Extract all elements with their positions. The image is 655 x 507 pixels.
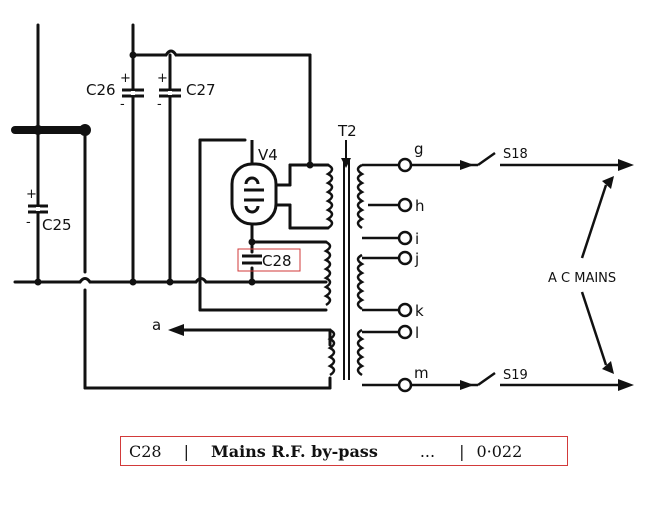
- label-s19: S19: [503, 368, 528, 383]
- label-s18: S18: [503, 147, 528, 162]
- label-c26: C26: [86, 81, 116, 99]
- capacitor-c26: [122, 88, 144, 98]
- terminal-l: [397, 324, 413, 340]
- switch-s19: [477, 371, 496, 387]
- terminal-k: [397, 302, 413, 318]
- mains-arrow-bottom: [618, 379, 634, 391]
- label-terminal-l: l: [415, 324, 419, 342]
- switch-s18: [477, 151, 496, 167]
- terminal-i: [397, 230, 413, 246]
- label-ac-mains: A C MAINS: [548, 271, 616, 286]
- terminal-h: [397, 197, 413, 213]
- label-t2: T2: [337, 122, 357, 140]
- arrow-a-head: [168, 324, 184, 336]
- plus-c27: +: [157, 71, 168, 86]
- label-terminal-i: i: [415, 230, 419, 248]
- label-a: a: [152, 316, 161, 334]
- label-terminal-g: g: [414, 140, 424, 158]
- capacitor-c25: [28, 204, 48, 214]
- capacitor-c27: [159, 88, 181, 98]
- caption-dots: ...: [419, 441, 436, 461]
- caption-ref: C28: [129, 441, 162, 461]
- valve-v4: [230, 140, 278, 230]
- minus-c25: -: [26, 215, 31, 230]
- label-terminal-m: m: [414, 364, 429, 382]
- label-v4: V4: [258, 146, 278, 164]
- capacitor-c28: [242, 254, 262, 265]
- minus-c27: -: [157, 97, 162, 112]
- caption-description: Mains R.F. by-pass: [211, 441, 378, 461]
- terminal-g: [397, 157, 413, 173]
- terminal-j: [397, 250, 413, 266]
- mains-arrow-top: [618, 159, 634, 171]
- label-terminal-h: h: [415, 197, 425, 215]
- plus-c26: +: [120, 71, 131, 86]
- caption-value: 0·022: [476, 441, 523, 461]
- component-caption: C28 | Mains R.F. by-pass ... | 0·022: [120, 436, 568, 466]
- minus-c26: -: [120, 97, 125, 112]
- caption-separator-2: |: [459, 441, 465, 461]
- label-c25: C25: [42, 216, 72, 234]
- label-terminal-j: j: [414, 250, 419, 268]
- plus-c25: +: [26, 187, 37, 202]
- label-terminal-k: k: [415, 302, 424, 320]
- c28-highlight-box: [237, 248, 301, 272]
- terminal-m: [397, 377, 413, 393]
- label-c28: C28: [262, 252, 292, 270]
- label-c27: C27: [186, 81, 216, 99]
- caption-separator-1: |: [183, 441, 189, 461]
- transformer-t2: [323, 160, 365, 380]
